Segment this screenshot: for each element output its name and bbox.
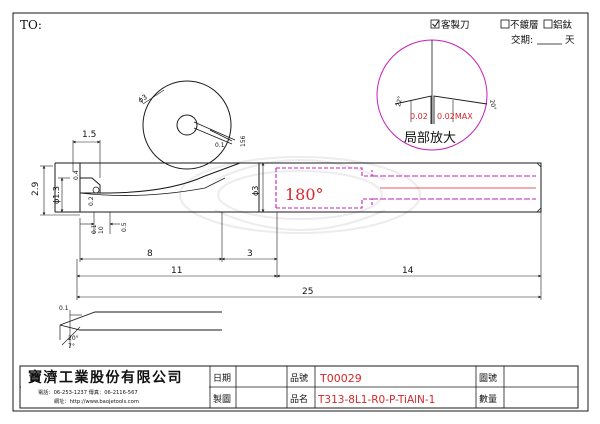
tool-neck <box>54 162 259 213</box>
coolant-angle-label: 180° <box>285 185 324 204</box>
option-altin-checkbox[interactable] <box>543 19 553 29</box>
coolant-pocket <box>276 167 373 177</box>
to-label: TO: <box>20 18 42 32</box>
dim-2-9: 2.9 <box>31 181 41 196</box>
dim-3: 3 <box>247 249 253 259</box>
drawing-no-label: 圖號 <box>479 372 497 384</box>
dim-1-5: 1.5 <box>82 130 96 140</box>
detail-right-value: 0.02MAX <box>437 112 473 121</box>
detail-right-angle: 20° <box>488 99 497 111</box>
part-no-value: T00029 <box>319 372 362 385</box>
dim-side-7deg: 7° <box>68 343 75 350</box>
detail-left-profile <box>394 95 432 124</box>
cutter-side-detail: 0.1 20° 7° <box>59 305 222 350</box>
end-view-inner-circle <box>176 114 198 136</box>
coolant-channel: 180° <box>275 167 536 209</box>
option-altin-label: 鋁鈦 <box>553 19 573 31</box>
end-view-dia-leader <box>142 89 165 105</box>
dim-0-5: 0.5 <box>121 222 128 232</box>
part-name-value: T313-8L1-R0-P-TiAlN-1 <box>317 394 435 406</box>
detail-left-value: 0.02 <box>410 112 428 121</box>
header: TO: 客製刀 不鍍層 鋁鈦 交期: 天 <box>20 18 575 46</box>
dim-8: 8 <box>147 249 153 259</box>
dim-phi-1-3: ϕ1.3 <box>52 186 61 204</box>
company-web: 網址：http://www.baojetools.com <box>54 397 139 405</box>
dim-0-1: 0.1 <box>91 224 98 234</box>
tool-side-view <box>54 162 542 213</box>
tool-tip-radius <box>92 186 100 194</box>
delivery-label: 交期: <box>511 34 533 46</box>
dim-25: 25 <box>302 287 313 297</box>
dim-end-view-156: 156 <box>240 135 247 147</box>
detail-magnified-view: 0.02 0.02MAX 22° 20° 局部放大 <box>376 39 497 151</box>
dim-side-0-1: 0.1 <box>59 305 69 312</box>
dim-end-view-diameter: ϕ3 <box>137 93 149 105</box>
drawn-label: 製圖 <box>213 393 231 405</box>
title-block: 寶濟工業股份有限公司 電話：06-253-1237 傳真：06-2116-567… <box>19 365 579 409</box>
end-view: ϕ3 0.1 156 <box>137 80 247 170</box>
option-custom-checkbox[interactable] <box>430 19 440 29</box>
dim-0-2: 0.2 <box>88 196 95 206</box>
detail-left-angle: 22° <box>395 96 404 108</box>
quantity-label: 數量 <box>479 393 497 405</box>
checkmark-icon <box>432 20 439 28</box>
tool-flute <box>79 177 226 196</box>
end-view-cutter-edge <box>193 121 236 145</box>
detail-title: 局部放大 <box>404 131 456 146</box>
watermark-logo <box>179 156 421 234</box>
dim-side-20deg: 20° <box>68 335 79 342</box>
end-view-outer-circle <box>142 80 232 170</box>
dim-11: 11 <box>171 266 182 276</box>
delivery-unit: 天 <box>565 35 575 46</box>
part-name-label: 品名 <box>290 393 308 405</box>
detail-right-profile <box>433 95 488 124</box>
dim-10: 10 <box>98 226 105 234</box>
dim-phi-3-body: ϕ3 <box>251 186 260 196</box>
company-phone: 電話：06-253-1237 傳真：06-2116-567 <box>38 388 138 396</box>
dimension-labels: 1.5 2.9 ϕ1.3 ϕ3 8 3 11 14 25 0.4 0.1 10 … <box>31 130 414 297</box>
option-custom-label: 客製刀 <box>441 19 470 31</box>
dim-end-view-01: 0.1 <box>215 142 225 149</box>
company-name: 寶濟工業股份有限公司 <box>28 369 183 386</box>
date-label: 日期 <box>213 373 231 384</box>
part-no-label: 品號 <box>290 372 308 384</box>
option-no-coating-label: 不鍍層 <box>510 19 539 31</box>
dim-0-4: 0.4 <box>73 170 80 180</box>
dimensions <box>40 140 542 300</box>
option-no-coating-checkbox[interactable] <box>500 19 510 29</box>
dim-14: 14 <box>402 266 414 276</box>
tool-cutter-tip <box>79 177 101 194</box>
sheet-border <box>12 12 589 412</box>
